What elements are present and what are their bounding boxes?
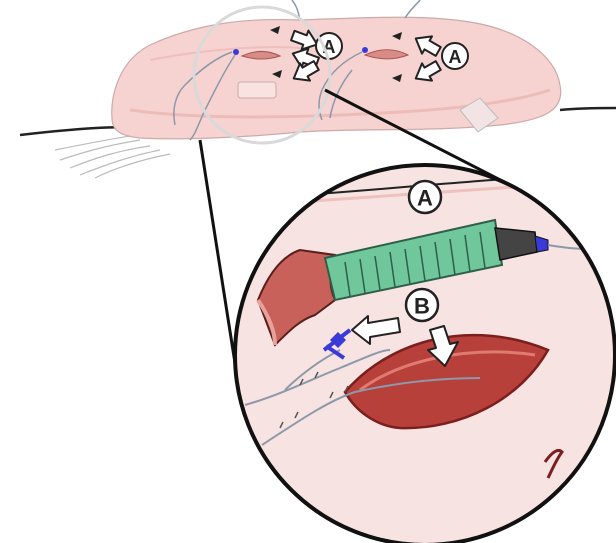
label-a-top-right: A [449, 47, 462, 67]
implant-site-left [238, 82, 276, 98]
label-b-zoom: B [414, 294, 430, 319]
fur-tuft [55, 136, 170, 178]
catheter-hub-small [233, 49, 239, 55]
catheter-hub-small [362, 47, 368, 53]
label-a-zoom: A [417, 186, 433, 211]
